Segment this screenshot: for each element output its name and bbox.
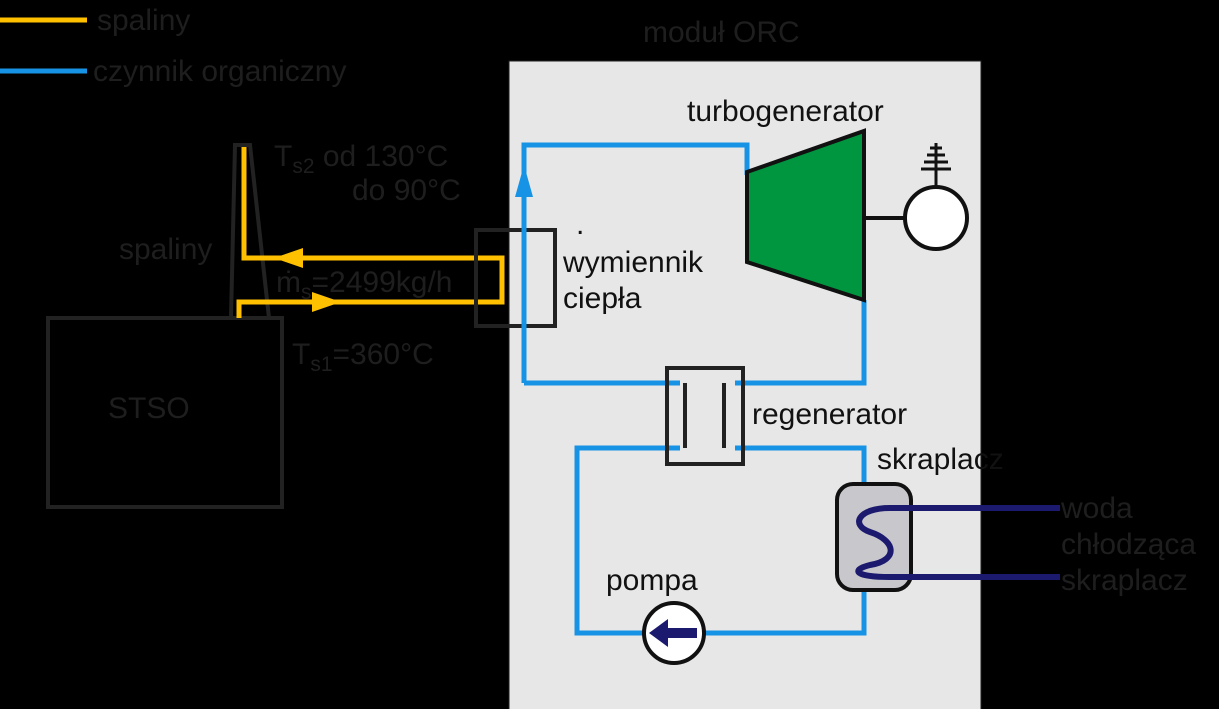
heat-exchanger-label-1: wymiennik	[562, 246, 704, 279]
cooling-water-label-2: chłodząca	[1061, 528, 1196, 561]
turbine	[745, 128, 866, 303]
heat-exchanger	[474, 228, 557, 328]
organic-arrow-up	[515, 165, 533, 197]
legend-organic-label: czynnik organiczny	[93, 55, 346, 88]
regenerator-label: regenerator	[752, 398, 907, 431]
flue-temp-out-line2: do 90°C	[352, 174, 461, 207]
exhaust-pipe	[236, 147, 505, 318]
condenser-coil	[855, 505, 1060, 580]
boiler-stso	[46, 316, 284, 509]
legend-exhaust-label: spaliny	[97, 4, 190, 37]
heat-exchanger-label-2: ciepła	[563, 282, 642, 315]
regenerator	[665, 366, 745, 466]
exhaust-arrow-right	[312, 292, 341, 312]
generator-icon	[903, 185, 969, 251]
flue-temp-out-line1: Ts2 od 130°C	[274, 140, 448, 178]
condenser-label: skraplacz	[877, 443, 1004, 476]
cooling-water-label-3: skraplacz	[1061, 564, 1188, 597]
flue-mass-flow: ṁs=2499kg/h	[276, 266, 452, 304]
heat-exchanger-dot: .	[576, 208, 584, 241]
flue-label: spaliny	[119, 233, 212, 266]
pump-label: pompa	[606, 564, 698, 597]
cooling-water-label-1: woda	[1060, 492, 1133, 525]
organic-pipe	[521, 142, 867, 636]
chimney	[228, 143, 272, 320]
exhaust-arrow-left	[274, 248, 303, 268]
turbogenerator-label: turbogenerator	[687, 95, 884, 128]
boiler-label: STSO	[108, 392, 190, 425]
module-title: moduł ORC	[643, 16, 800, 49]
flue-temp-in: Ts1=360°C	[292, 338, 434, 376]
grid-connection-icon	[921, 143, 951, 187]
pump-arrow-icon	[649, 619, 697, 647]
